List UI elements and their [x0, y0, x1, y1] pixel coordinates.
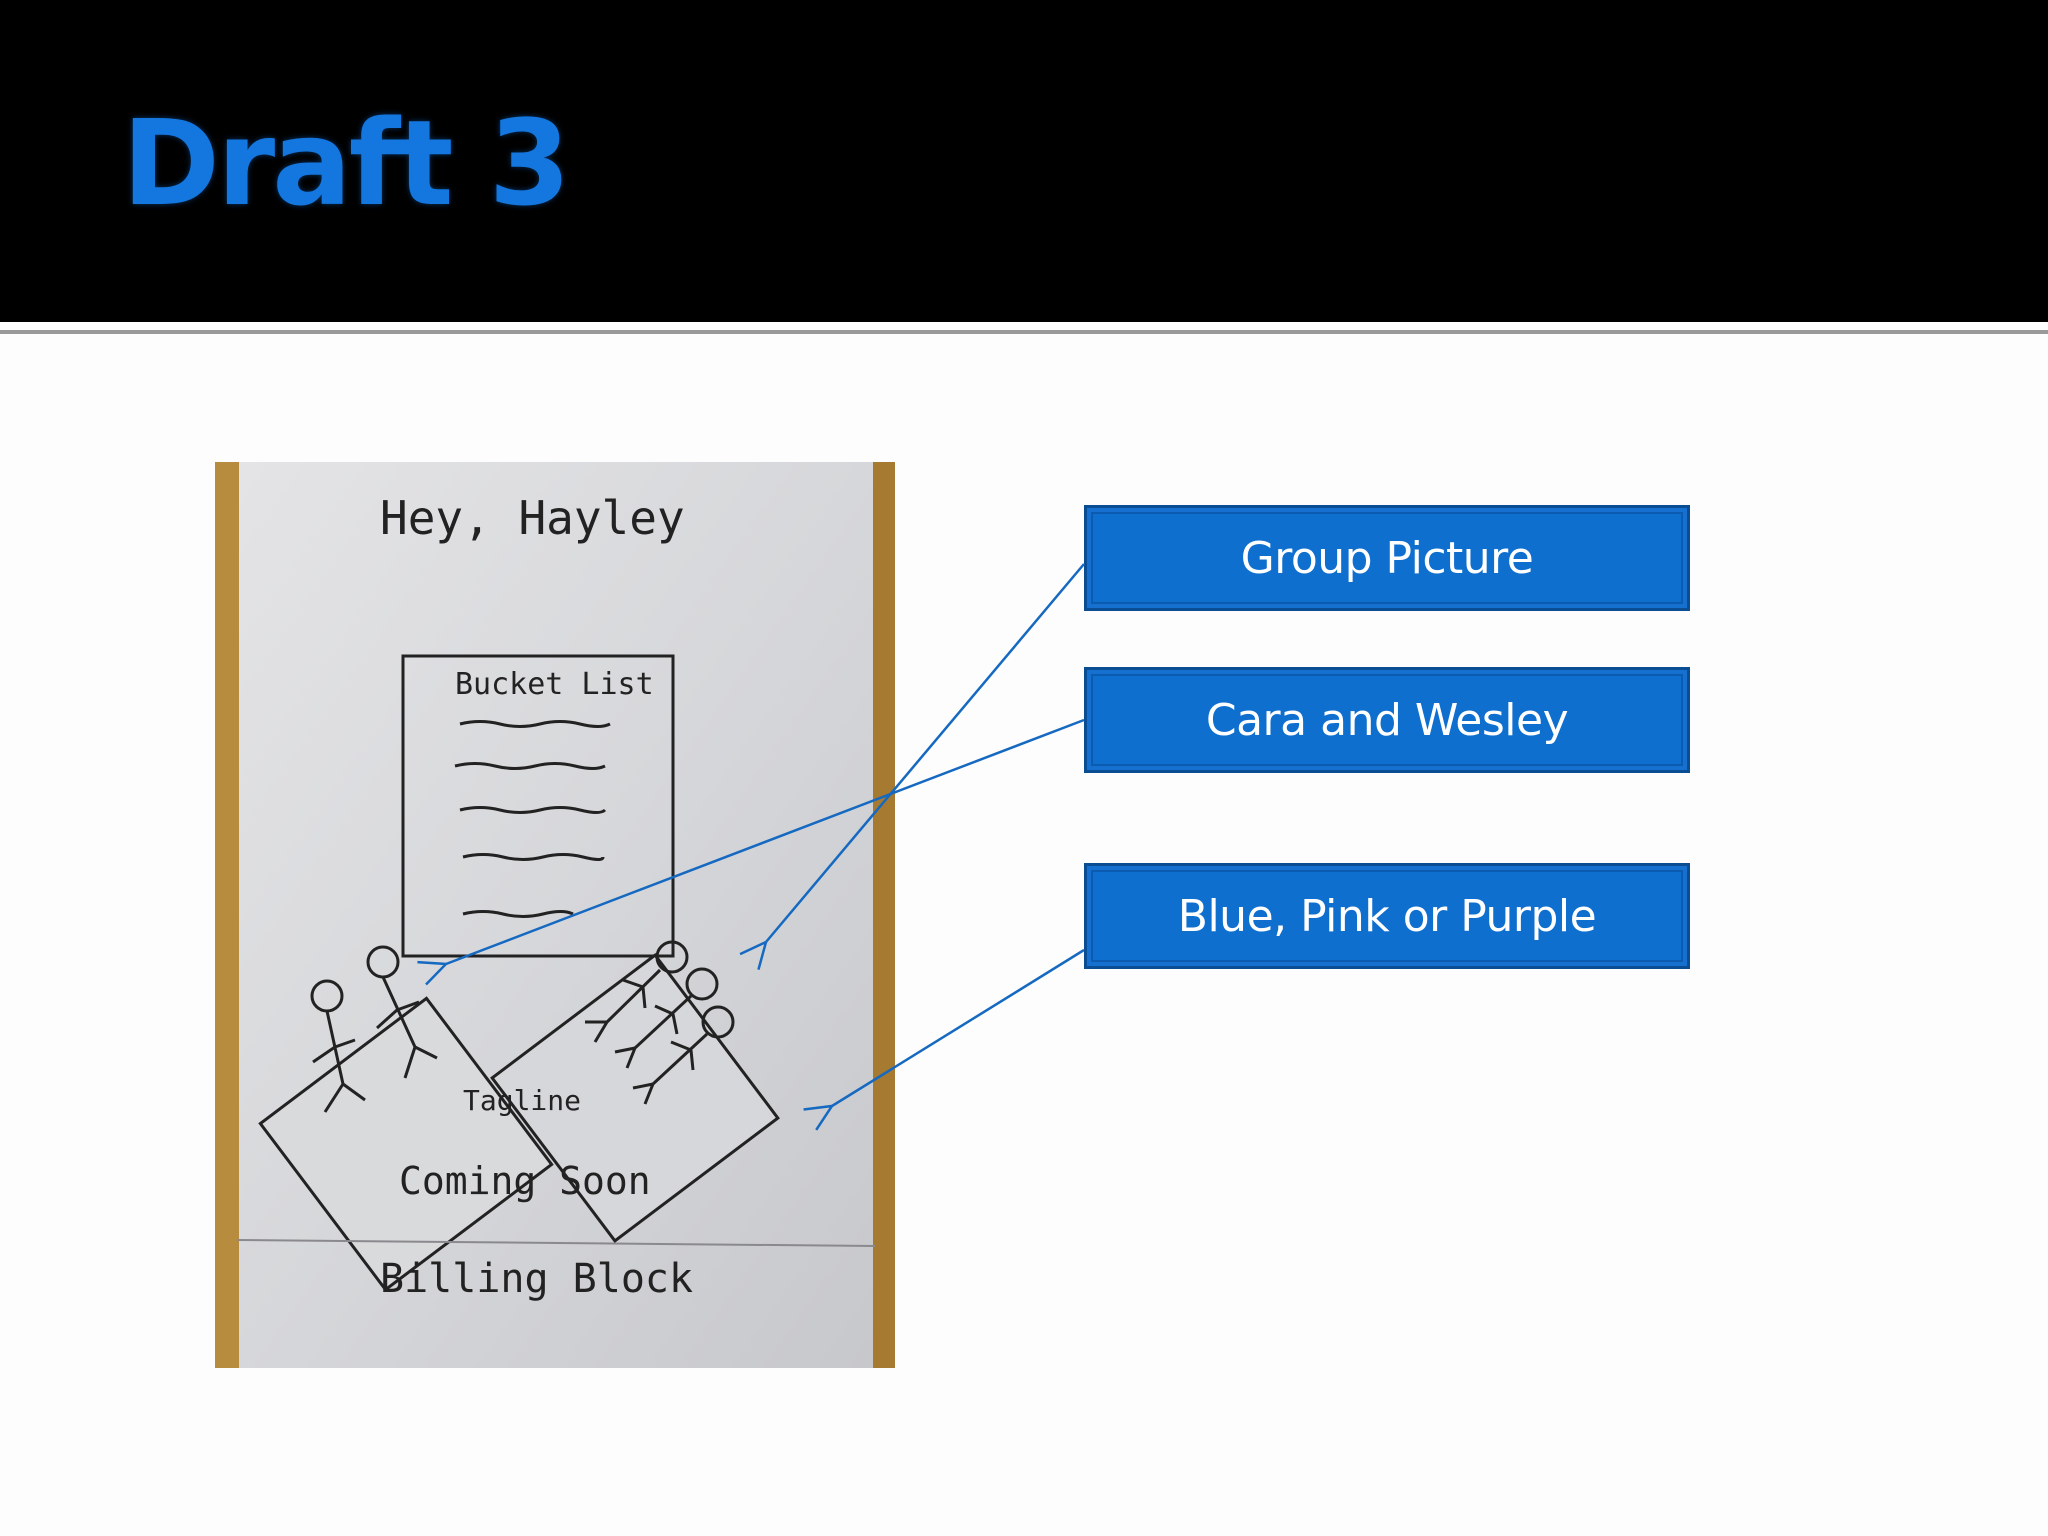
- sketch-paper: [237, 462, 875, 1368]
- callout-label: Group Picture: [1240, 532, 1534, 584]
- couple-photo-sketch: [258, 996, 554, 1292]
- billing-divider: [236, 1239, 876, 1247]
- sketch-table-edge: [215, 462, 239, 1368]
- sketch-tagline: Tagline: [463, 1084, 581, 1117]
- title-divider-white: [0, 322, 2048, 326]
- callout-cara-and-wesley: Cara and Wesley: [1084, 667, 1690, 773]
- callout-label: Blue, Pink or Purple: [1177, 890, 1597, 942]
- sketch-headline: Hey, Hayley: [380, 491, 685, 545]
- sketch-table-edge-right: [873, 462, 895, 1368]
- callout-group-picture: Group Picture: [1084, 505, 1690, 611]
- title-divider-gray: [0, 330, 2048, 334]
- slide-title: Draft 3: [122, 94, 571, 232]
- callout-colors: Blue, Pink or Purple: [1084, 863, 1690, 969]
- sketch-list-title: Bucket List: [455, 667, 654, 702]
- group-figures: [585, 940, 735, 1105]
- sketch-release: Coming Soon: [399, 1159, 651, 1203]
- sketch-photo: Hey, Hayley Bucket List: [215, 462, 895, 1368]
- couple-figures: [310, 945, 438, 1113]
- title-bar: Draft 3: [0, 0, 2048, 322]
- sketch-billing: Billing Block: [380, 1256, 693, 1302]
- callout-label: Cara and Wesley: [1205, 694, 1569, 746]
